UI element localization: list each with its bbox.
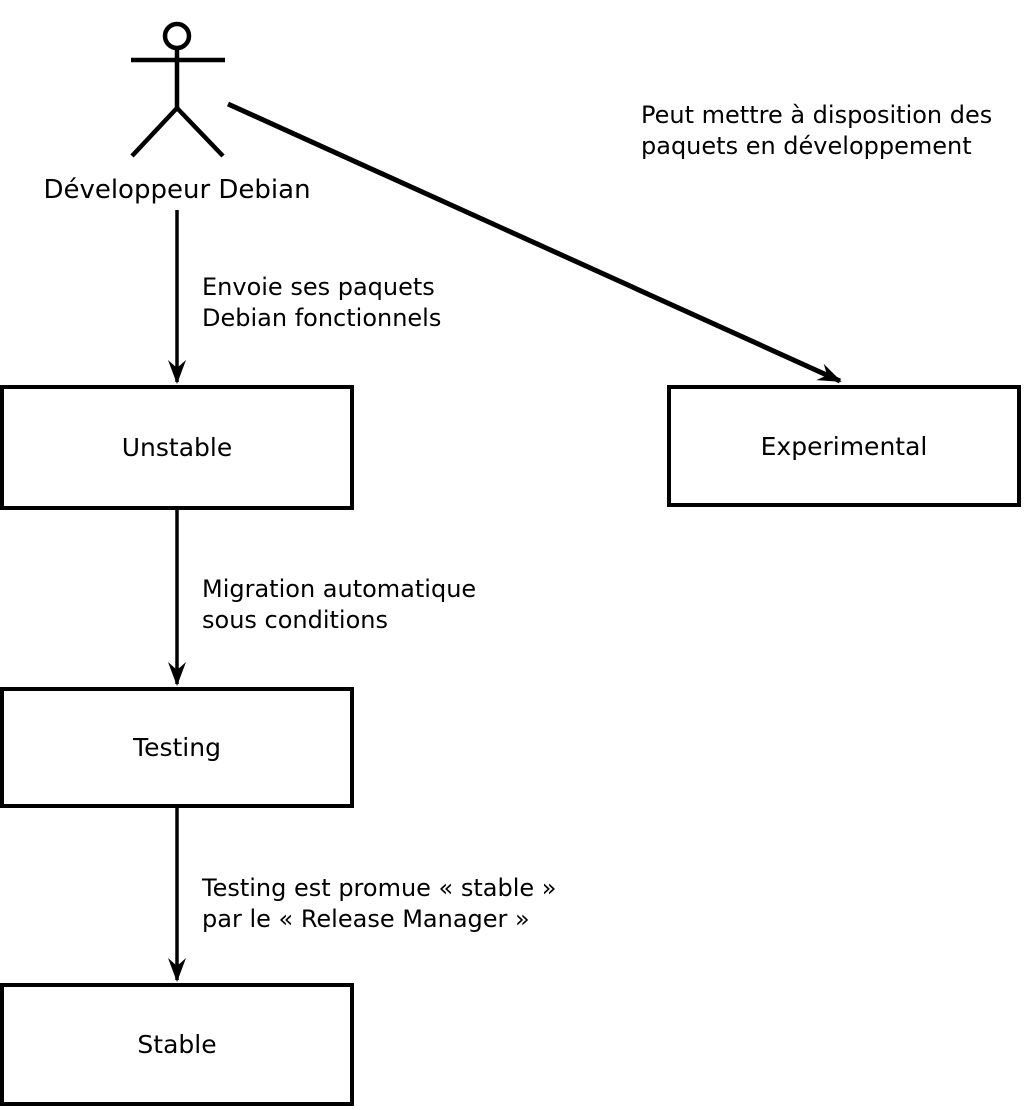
edge-label-unstable-to-testing: Migration automatique sous conditions [202, 574, 476, 636]
node-unstable-label: Unstable [121, 433, 233, 462]
edge-label-line: sous conditions [202, 606, 388, 634]
node-stable-label: Stable [137, 1030, 217, 1059]
edge-label-line: Debian fonctionnels [202, 304, 442, 332]
actor-label: Développeur Debian [43, 175, 311, 205]
edge-label-line: Envoie ses paquets [202, 273, 435, 301]
edge-label-line: par le « Release Manager » [202, 905, 530, 933]
developer-stick-figure-icon [130, 21, 225, 158]
node-stable: Stable [0, 983, 354, 1106]
node-unstable: Unstable [0, 385, 354, 510]
edge-label-line: Migration automatique [202, 575, 477, 603]
edge-label-line: Peut mettre à disposition des [641, 101, 993, 129]
arrow-developer-to-experimental [226, 101, 842, 384]
stick-figure-right-leg [175, 106, 225, 158]
edge-label-line: paquets en développement [641, 132, 972, 160]
node-testing: Testing [0, 687, 354, 808]
edge-label-developer-to-unstable: Envoie ses paquets Debian fonctionnels [202, 272, 441, 334]
node-experimental-label: Experimental [760, 431, 928, 461]
stick-figure-head [162, 21, 192, 51]
node-experimental: Experimental [667, 385, 1021, 507]
stick-figure-left-leg [130, 106, 179, 158]
edge-label-developer-to-experimental: Peut mettre à disposition des paquets en… [641, 100, 992, 162]
edge-label-line: Testing est promue « stable » [202, 874, 557, 902]
edge-label-testing-to-stable: Testing est promue « stable » par le « R… [202, 873, 556, 935]
node-testing-label: Testing [133, 733, 221, 762]
